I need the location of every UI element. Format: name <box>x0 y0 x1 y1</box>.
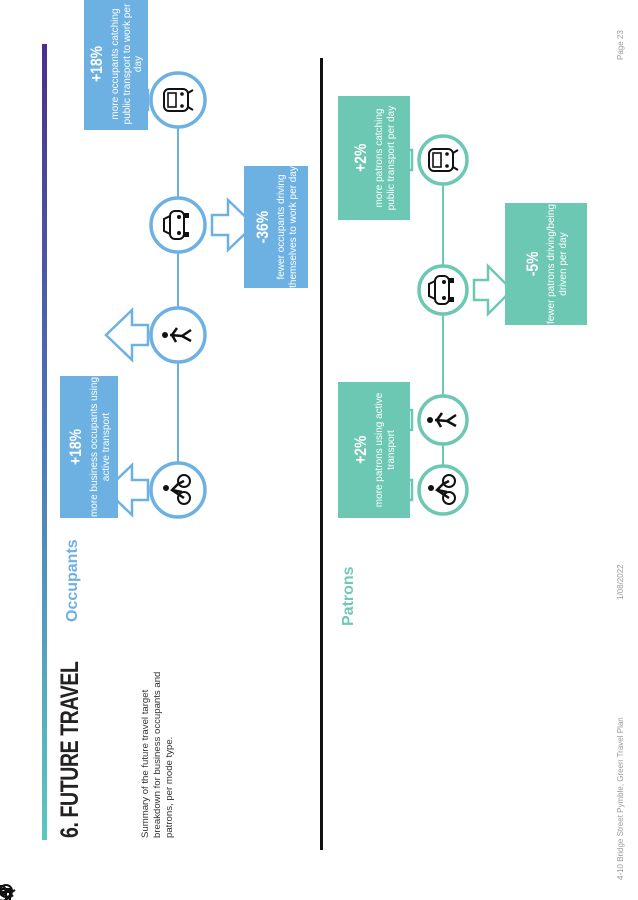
patrons-driving-box: -5% fewer patrons driving/being driven p… <box>505 203 587 325</box>
occupants-car-arrow <box>210 197 256 253</box>
occupants-public-box: +18% more occupants catching public tran… <box>84 0 148 130</box>
patrons-car-circle <box>417 264 469 316</box>
patrons-public-desc: more patrons catching public transport p… <box>374 105 397 211</box>
occupants-walk-arrow <box>104 307 150 363</box>
patrons-public-box: +2% more patrons catching public transpo… <box>338 96 410 220</box>
train-icon <box>0 888 16 900</box>
patrons-public-pct: +2% <box>351 143 370 173</box>
occupants-car-circle <box>149 196 207 254</box>
patrons-active-box: +2% more patrons using active transport <box>338 382 410 518</box>
patrons-active-desc: more patrons using active transport <box>374 392 397 508</box>
patrons-car-arrow <box>472 262 514 318</box>
patrons-driving-pct: -5% <box>523 251 542 277</box>
occupants-active-box: +18% more business occupants using activ… <box>60 376 118 518</box>
footer-document-name: 4-10 Bridge Street Pymble, Green Travel … <box>616 717 625 880</box>
patrons-train-circle <box>417 134 469 186</box>
occupants-driving-desc: fewer occupants driving themselves to wo… <box>276 166 299 288</box>
footer-page-number: Page 23 <box>616 30 625 60</box>
occupants-active-desc: more business occupants using active tra… <box>89 376 112 518</box>
patrons-driving-desc: fewer patrons driving/being driven per d… <box>546 203 569 325</box>
occupants-public-desc: more occupants catching public transport… <box>110 3 145 125</box>
patrons-active-pct: +2% <box>351 435 370 465</box>
footer-date: 1/08/2022 <box>616 564 625 600</box>
occupants-train-circle <box>149 71 207 129</box>
occupants-active-arrow <box>104 462 150 518</box>
occupants-driving-box: -36% fewer occupants driving themselves … <box>244 166 308 288</box>
occupants-driving-pct: -36% <box>253 210 272 244</box>
occupants-public-pct: +18% <box>87 45 107 83</box>
walking-icon <box>0 892 14 900</box>
occupants-active-pct: +18% <box>66 428 85 466</box>
